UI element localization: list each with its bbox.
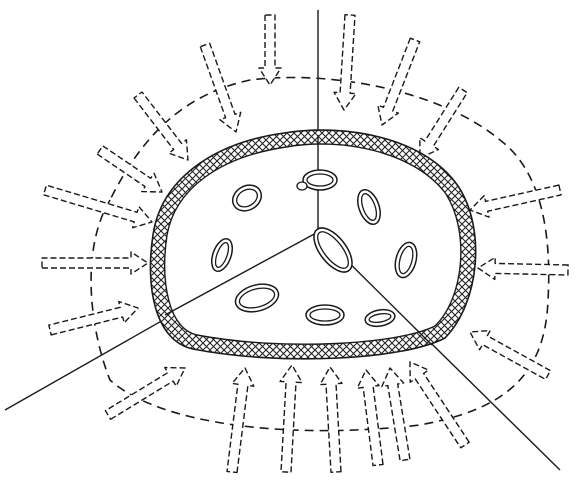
pressure-arrow (42, 252, 148, 274)
pressure-arrow (49, 302, 138, 335)
pressure-arrow (320, 367, 342, 472)
pressure-arrow (478, 257, 568, 279)
pressure-arrow (357, 370, 383, 466)
pressure-arrow (378, 38, 420, 125)
pressure-arrow (134, 92, 188, 160)
inclusion (303, 170, 337, 190)
inclusion (297, 182, 307, 190)
hatched-body-boundary (150, 130, 475, 359)
pressure-arrow (259, 15, 281, 85)
pressure-arrow (200, 43, 240, 132)
pressure-arrow (44, 185, 152, 228)
pressure-arrow (227, 368, 254, 473)
pressure-arrow (280, 365, 302, 472)
pressure-arrow (97, 146, 162, 192)
pressure-arrow (470, 185, 561, 217)
pressure-arrow (470, 331, 550, 380)
pressure-arrow (334, 15, 356, 110)
pressure-arrow (420, 87, 467, 158)
inclusion (306, 305, 344, 325)
pressure-arrow (382, 368, 410, 461)
pressure-arrow (410, 362, 469, 448)
